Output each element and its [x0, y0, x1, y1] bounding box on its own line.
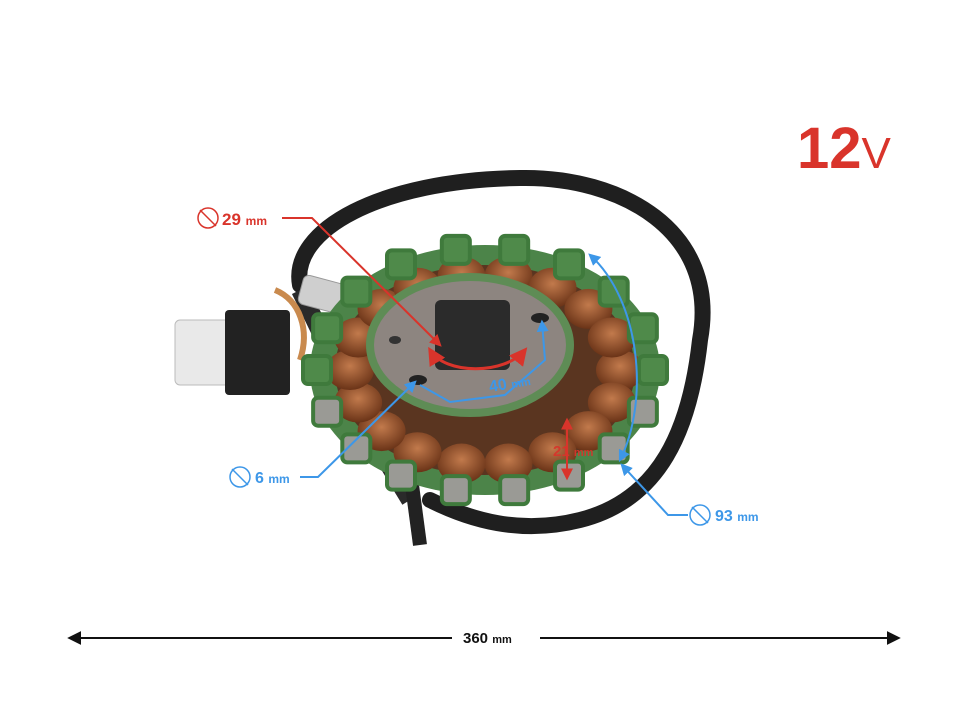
- diameter-icon: [229, 466, 251, 488]
- pole-tooth: [498, 233, 531, 266]
- pole-tooth: [385, 248, 417, 281]
- pole-tooth: [340, 432, 373, 465]
- coil: [437, 443, 486, 484]
- pole-tooth: [311, 395, 344, 428]
- pole-tooth: [637, 354, 669, 386]
- cable-length-annotation: 360 mm: [67, 630, 901, 647]
- coil: [326, 350, 374, 390]
- svg-text:6 mm: 6 mm: [255, 470, 290, 487]
- pole-tooth: [385, 459, 417, 492]
- svg-text:93 mm: 93 mm: [715, 508, 759, 525]
- diameter-icon: [689, 504, 711, 526]
- pole-tooth: [439, 474, 472, 507]
- pole-tooth: [597, 275, 630, 308]
- pole-tooth: [311, 312, 344, 345]
- svg-text:29 mm: 29 mm: [222, 210, 267, 229]
- pole-tooth: [597, 432, 630, 465]
- diameter-icon: [197, 207, 219, 229]
- outer-diameter-annotation: 93 mm: [588, 253, 759, 526]
- stator: [301, 233, 669, 507]
- pole-tooth: [439, 233, 472, 266]
- svg-text:40 mm: 40 mm: [488, 372, 532, 396]
- pole-tooth: [301, 354, 333, 386]
- coil: [484, 443, 533, 484]
- pole-tooth: [553, 248, 585, 281]
- hole-diameter-annotation: 6 mm: [229, 380, 417, 488]
- svg-text:360 mm: 360 mm: [463, 630, 512, 647]
- pole-tooth: [498, 474, 531, 507]
- voltage-label: 12V: [797, 116, 892, 181]
- pole-tooth: [340, 275, 373, 308]
- inner-diameter-annotation: 29 mm: [197, 207, 528, 371]
- hole-spacing-annotation: 40 mm: [419, 319, 549, 404]
- pole-tooth: [553, 459, 585, 492]
- coil: [334, 382, 383, 423]
